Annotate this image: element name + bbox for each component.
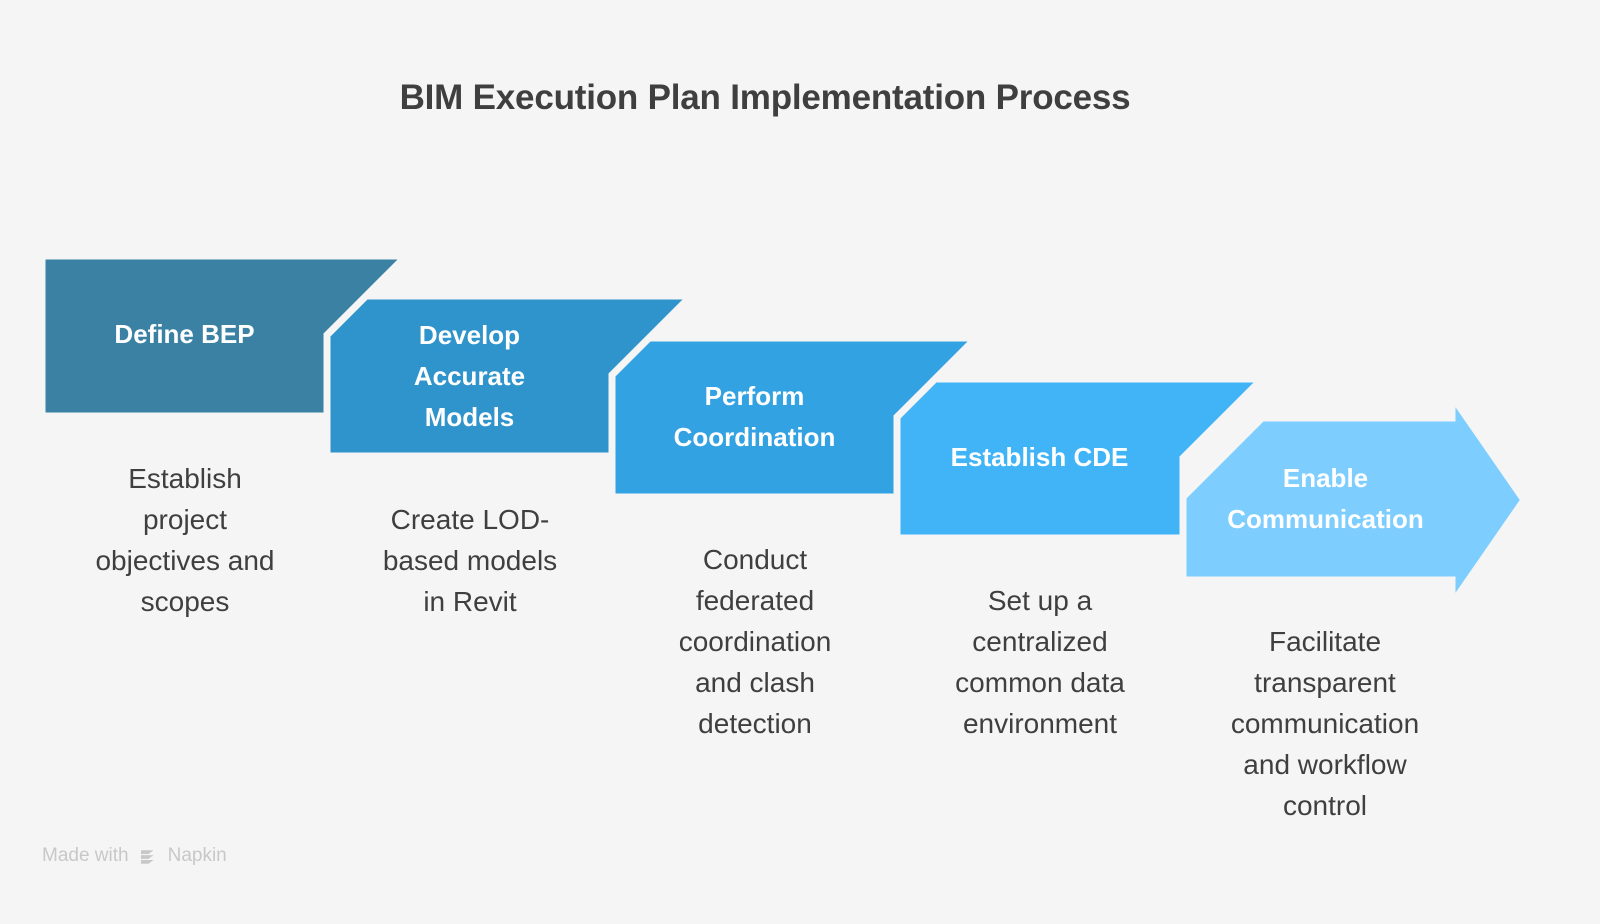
process-step-1-shape[interactable] (38, 252, 415, 420)
process-step-4-shape[interactable] (893, 373, 1271, 542)
process-step-5-shape[interactable] (1179, 384, 1529, 616)
napkin-brand-label: Napkin (167, 845, 227, 866)
process-step-3-description: Conduct federated coordination and clash… (678, 544, 832, 739)
process-step-5-description: Facilitate transparent communication and… (1230, 626, 1420, 821)
process-step-1-description: Establish project objectives and scopes (95, 463, 275, 617)
process-step-2-description: Create LOD- based models in Revit (382, 504, 558, 617)
made-with-label: Made with (42, 845, 129, 866)
made-with-napkin-watermark[interactable]: Made with Napkin (42, 845, 227, 867)
page-title: BIM Execution Plan Implementation Proces… (399, 78, 1131, 117)
napkin-chevrons-icon (138, 846, 159, 867)
process-step-4-description: Set up a centralized common data environ… (955, 585, 1125, 739)
process-step-2-shape[interactable] (323, 292, 700, 460)
process-step-3-shape[interactable] (608, 334, 985, 501)
